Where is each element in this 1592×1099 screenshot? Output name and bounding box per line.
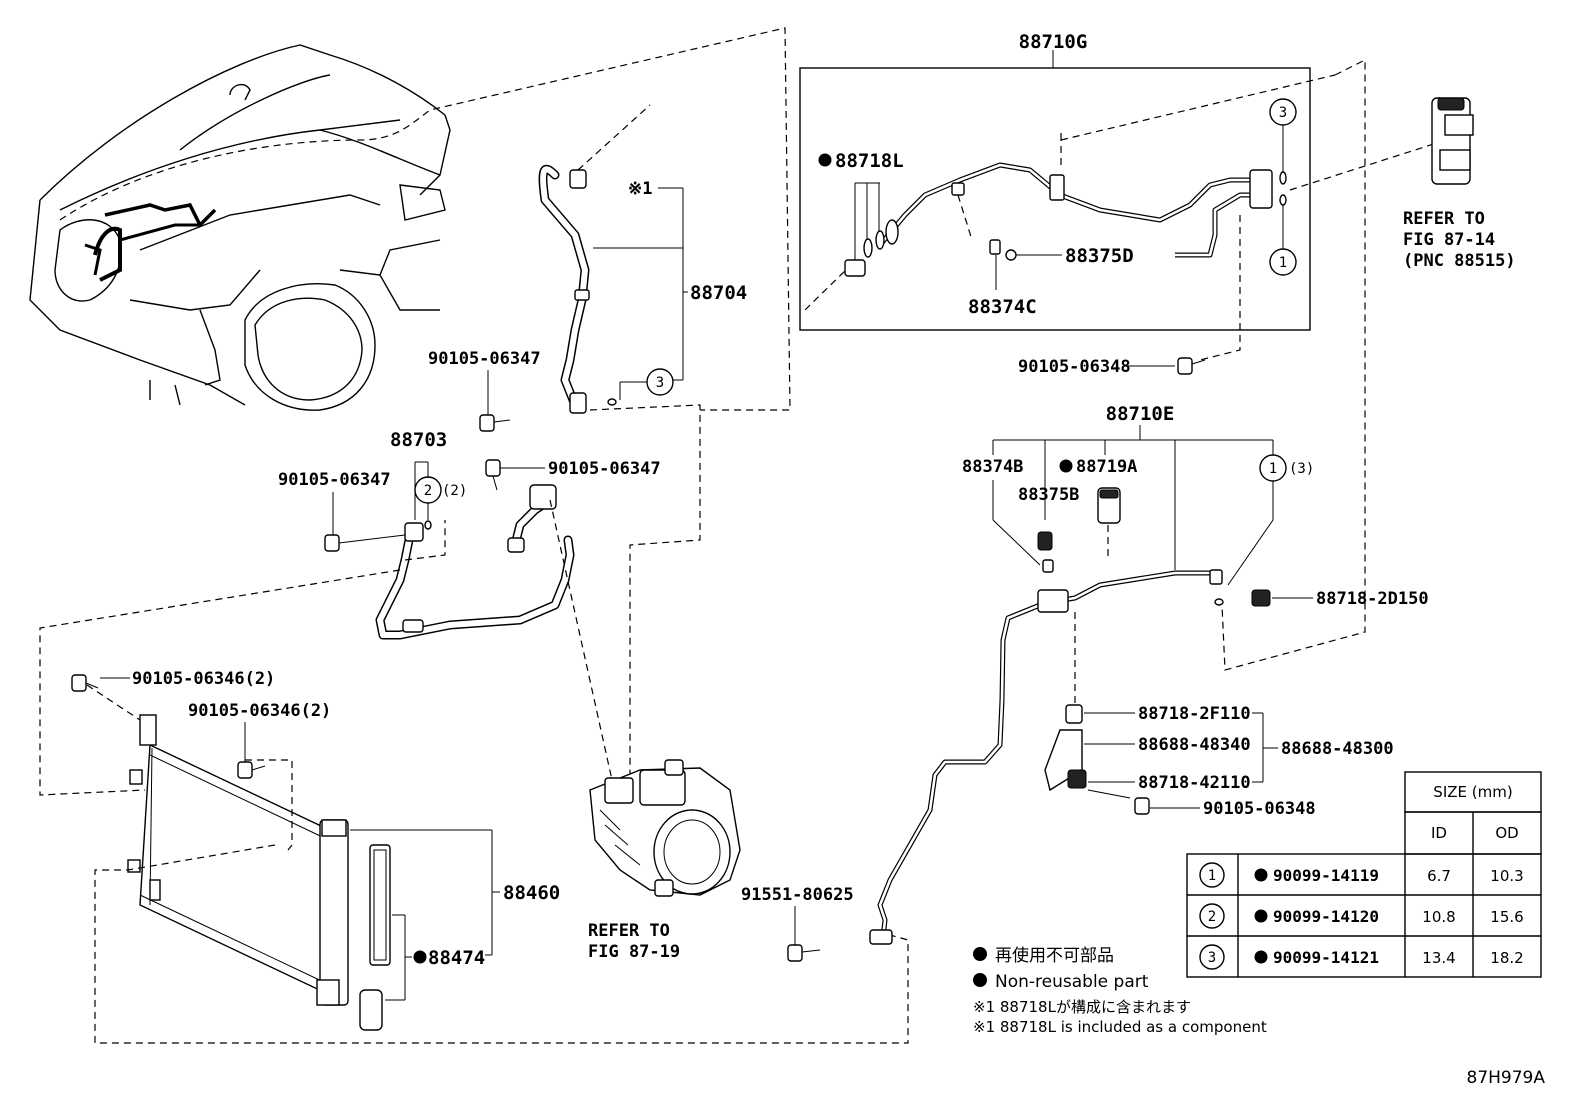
ref-circle-1-box: 1 [1279,255,1287,271]
row2-id: 10.8 [1422,908,1455,926]
legend-jp-note: ※1 88718Lが構成に含まれます [973,998,1191,1016]
label-90105-06346-a: 90105-06346(2) [132,669,275,689]
label-90105-06346-b: 90105-06346(2) [188,701,331,721]
label-90105-06347-b: 90105-06347 [548,459,661,479]
ref-compressor-line1: REFER TO [588,921,670,941]
ref-compressor-line2: FIG 87-19 [588,942,680,962]
label-88703: 88703 [390,429,447,451]
label-88474: 88474 [428,947,485,969]
row3-od: 18.2 [1490,949,1523,967]
ref-valve-line3: (PNC 88515) [1403,251,1516,271]
o-ring-size-table: SIZE (mm) ID OD 1 90099-14119 6.7 10.3 2… [1186,771,1542,978]
label-88718-42110: 88718-42110 [1138,773,1251,793]
row3-ref: 3 [1208,950,1216,966]
label-88710e: 88710E [1106,403,1175,425]
vehicle-front-illustration [29,44,451,411]
table-row: 1 90099-14119 6.7 10.3 [1199,862,1524,888]
label-88718-2f110: 88718-2F110 [1138,704,1251,724]
label-88710g: 88710G [1019,31,1088,53]
compressor-reference: REFER TO FIG 87-19 [588,759,741,962]
table-col-od: OD [1495,824,1518,842]
ref-circle-1-tube: 1 [1269,461,1277,477]
label-88718-2d150: 88718-2D150 [1316,589,1429,609]
cap-88375b [1037,531,1053,551]
row1-ref: 1 [1208,868,1216,884]
legend: 再使用不可部品 Non-reusable part ※1 88718Lが構成に含… [973,945,1267,1036]
bolt-90105-06347-b: 90105-06347 [485,459,661,491]
legend-en-nonreusable: Non-reusable part [995,972,1149,992]
clamp-88718-2d150: 88718-2D150 [1251,589,1429,609]
condenser-88460: 88460 88474 [86,684,909,1044]
bolt-91551-80625: 91551-80625 [741,885,854,962]
bolt-90105-06346-b: 90105-06346(2) [188,701,331,779]
expansion-valve-reference: REFER TO FIG 87-14 (PNC 88515) [1403,97,1516,271]
row2-ref: 2 [1208,909,1216,925]
label-o2-qty: (2) [442,483,467,499]
hose-88704: ※1 88704 3 [538,104,747,790]
hose-88703: 88703 2 (2) [39,429,613,796]
core-88374c [989,239,1001,255]
ref-valve-line1: REFER TO [1403,209,1485,229]
ref-circle-2-hose: 2 [424,483,432,499]
diagram-id: 87H979A [1467,1068,1546,1088]
label-88688-48300: 88688-48300 [1281,739,1394,759]
bolt-90105-06346-a: 90105-06346(2) [71,669,275,692]
label-88460: 88460 [503,882,560,904]
label-88375d: 88375D [1065,245,1134,267]
desiccant-88474 [369,844,391,966]
label-88374c: 88374C [968,296,1037,318]
table-row: 2 90099-14120 10.8 15.6 [1199,903,1524,929]
legend-jp-nonreusable: 再使用不可部品 [995,945,1114,966]
label-note-mark: ※1 [628,179,652,199]
legend-en-note: ※1 88718L is included as a component [973,1018,1267,1036]
row1-od: 10.3 [1490,867,1523,885]
bolt-90105-06347-a: 90105-06347 [428,349,541,432]
label-90105-06348-a: 90105-06348 [1018,357,1131,377]
label-88375b: 88375B [1018,485,1079,505]
label-88719a: 88719A [1076,457,1137,477]
row1-part: 90099-14119 [1273,866,1379,885]
row3-id: 13.4 [1422,949,1455,967]
label-90105-06348-b: 90105-06348 [1203,799,1316,819]
table-title: SIZE (mm) [1433,783,1512,801]
bolt-90105-06348-upper: 90105-06348 [1018,357,1206,377]
ref-circle-3-box: 3 [1279,105,1287,121]
label-90105-06347-c: 90105-06347 [278,470,391,490]
bracket-88688-48300: 88718-2F110 88688-48340 88718-42110 8868… [1044,704,1394,793]
box-88710g: 88710G 88718L 88375D 88374C 3 [799,31,1336,331]
row1-id: 6.7 [1427,867,1451,885]
row3-part: 90099-14121 [1273,948,1379,967]
label-88374b: 88374B [962,457,1023,477]
tube-88710e: 88710E 88374B 88719A 88375B 1 (3) [869,403,1314,945]
table-row: 3 90099-14121 13.4 18.2 [1199,944,1524,970]
label-88688-48340: 88688-48340 [1138,735,1251,755]
label-88704: 88704 [690,282,747,304]
row2-part: 90099-14120 [1273,907,1379,926]
cap-88474 [359,989,383,1031]
bolt-90105-06347-c: 90105-06347 [278,470,406,552]
label-88718l: 88718L [835,150,904,172]
table-col-id: ID [1431,824,1447,842]
cap-88375d [1005,249,1017,261]
clip-88718l [844,259,866,277]
ref-circle-3-hose: 3 [656,375,664,391]
label-90105-06347-a: 90105-06347 [428,349,541,369]
label-91551-80625: 91551-80625 [741,885,854,905]
label-o1-qty: (3) [1289,461,1314,477]
ref-valve-line2: FIG 87-14 [1403,230,1495,250]
bolt-90105-06348-lower: 90105-06348 [1087,789,1316,819]
row2-od: 15.6 [1490,908,1523,926]
